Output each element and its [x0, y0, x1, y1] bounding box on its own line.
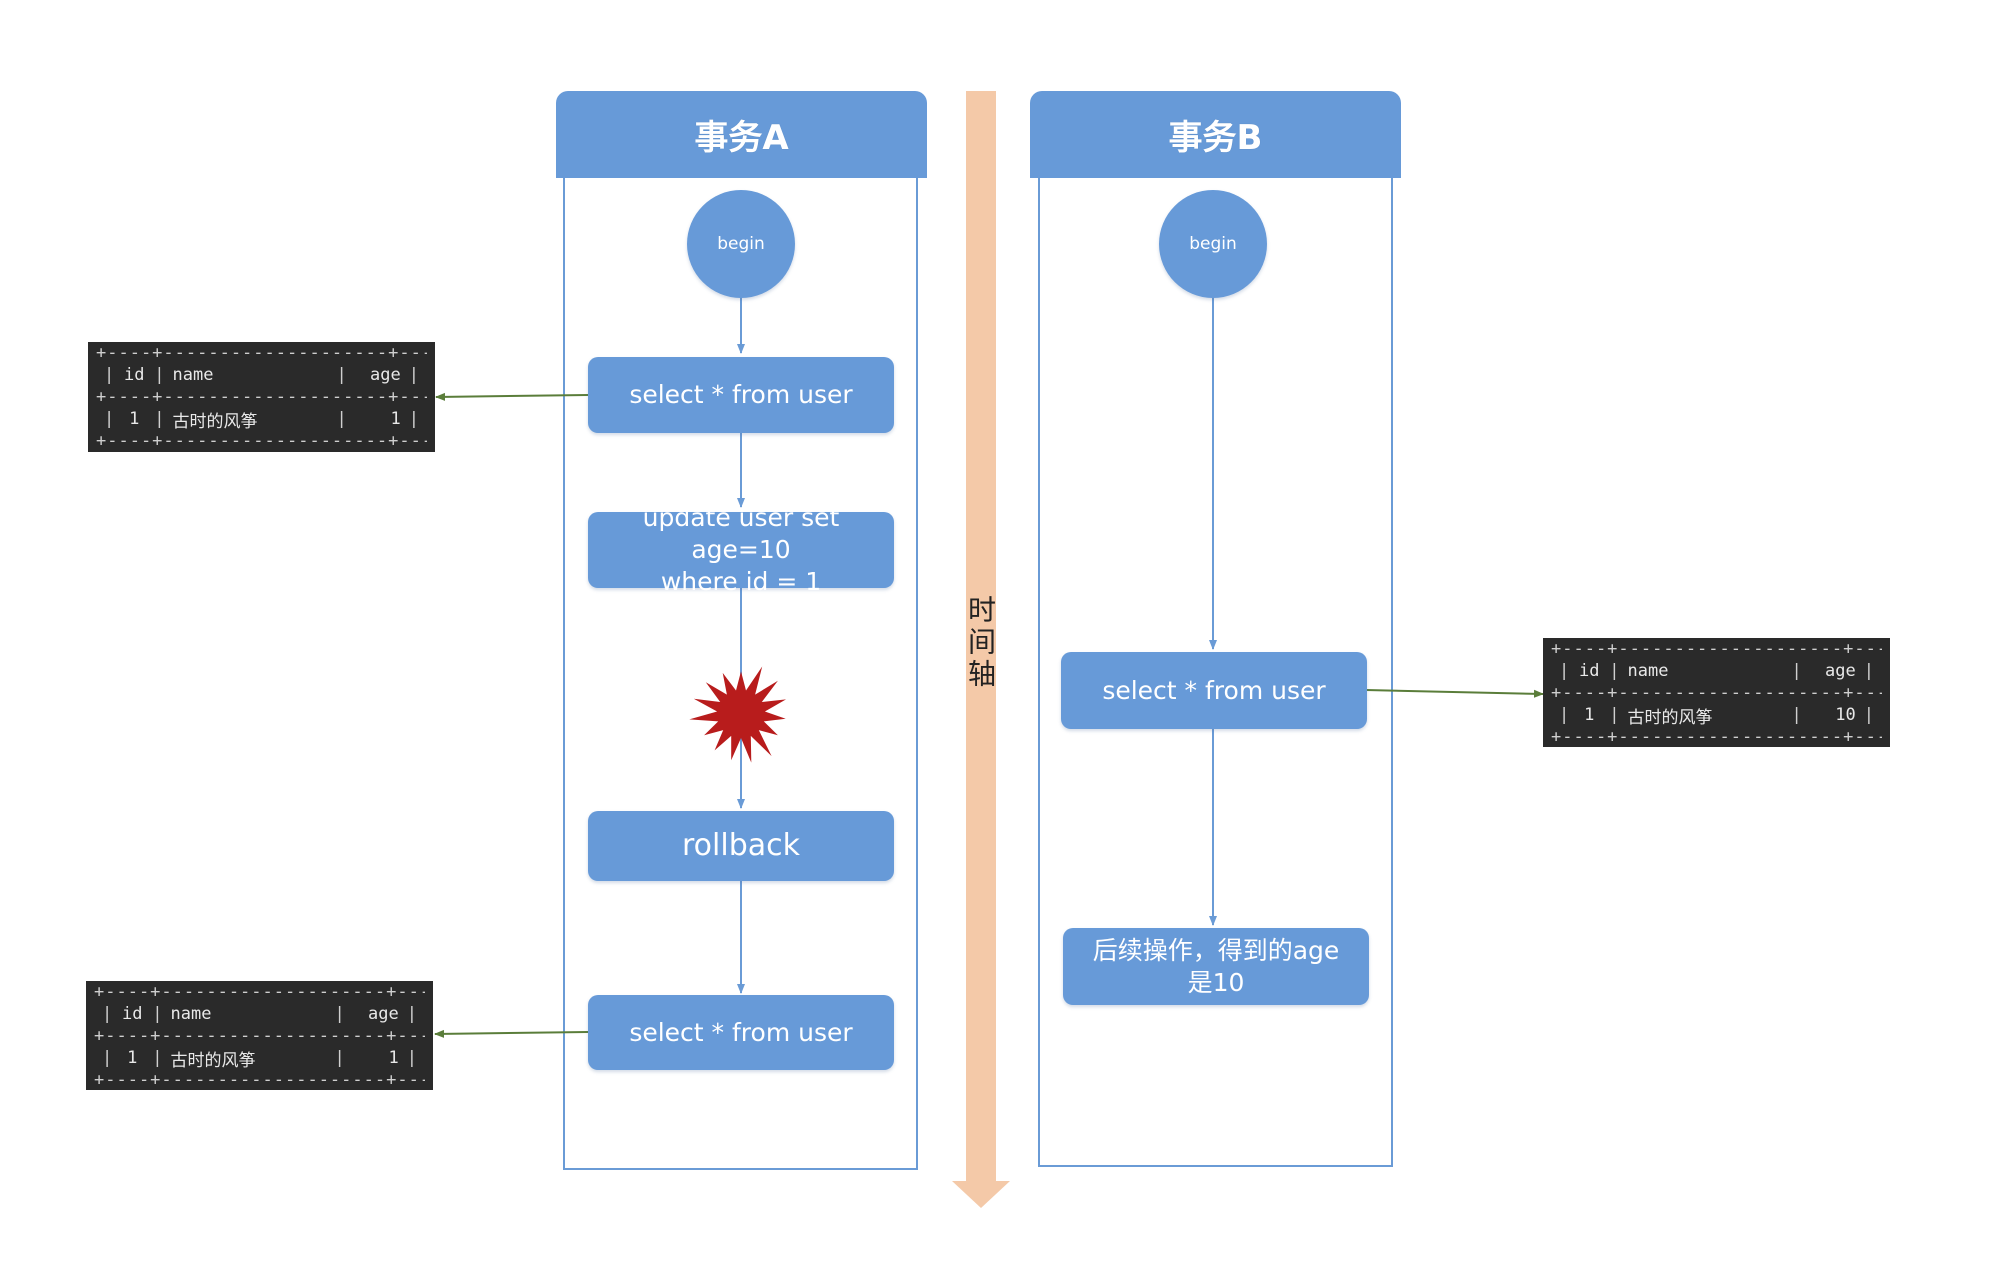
- arrow-a-select2-to-result: [434, 1029, 589, 1038]
- header-id: id: [122, 1004, 143, 1024]
- lane-a-rollback-node: rollback: [588, 811, 894, 881]
- cell-age: 1: [388, 1048, 399, 1068]
- cell-age: 10: [1835, 705, 1856, 725]
- table-header-row: |id|name|age|: [1559, 661, 1874, 681]
- lane-a-update-node: update user set age=10 where id = 1: [588, 503, 894, 596]
- lane-b-after-node: 后续操作，得到的age 是10: [1063, 928, 1369, 1005]
- table-header-row: |id|name|age|: [104, 365, 419, 385]
- header-name: name: [170, 1004, 212, 1024]
- header-age: age: [368, 1004, 399, 1024]
- cell-name: 古时的风筝: [1627, 707, 1713, 728]
- arrow-b-select-to-result: [1365, 689, 1544, 698]
- error-burst-icon: [689, 666, 786, 763]
- lane-a-select2-label: select * from user: [629, 1017, 853, 1047]
- lane-b-after-label: 后续操作，得到的age 是10: [1092, 935, 1340, 997]
- timeline-arrow: [952, 91, 1010, 1208]
- lane-a-begin-label: begin: [717, 234, 765, 254]
- header-id: id: [1579, 661, 1600, 681]
- cell-id: 1: [1584, 705, 1595, 725]
- lane-b-begin-node: begin: [1159, 190, 1267, 298]
- lane-b-select-node: select * from user: [1061, 652, 1367, 729]
- result-table-a-first: +----+--------------------+------+ |id|n…: [88, 342, 435, 452]
- header-name: name: [1627, 661, 1669, 681]
- lane-a-rollback-label: rollback: [682, 827, 800, 863]
- table-border-top: +----+--------------------+------+: [1551, 642, 1882, 656]
- arrow-a-select-to-result: [435, 392, 589, 401]
- table-border-mid: +----+--------------------+------+: [1551, 686, 1882, 700]
- lane-b-header: 事务B: [1030, 91, 1401, 178]
- table-border-bottom: +----+--------------------+------+: [94, 1073, 425, 1087]
- lane-b-title: 事务B: [1168, 118, 1263, 158]
- lane-b-select-label: select * from user: [1102, 675, 1326, 705]
- table-border-top: +----+--------------------+------+: [94, 985, 425, 999]
- table-border-bottom: +----+--------------------+------+: [1551, 730, 1882, 744]
- table-border-mid: +----+--------------------+------+: [94, 1029, 425, 1043]
- lane-a-update-label: update user set age=10 where id = 1: [642, 503, 840, 596]
- result-table-a-second: +----+--------------------+------+ |id|n…: [86, 981, 433, 1090]
- lane-a-select2-node: select * from user: [588, 995, 894, 1070]
- lane-b-begin-label: begin: [1189, 234, 1237, 254]
- cell-name: 古时的风筝: [172, 411, 258, 432]
- table-row: |1|古时的风筝|10|: [1551, 700, 1882, 730]
- table-row: |1|古时的风筝|1|: [96, 404, 427, 434]
- cell-id: 1: [127, 1048, 138, 1068]
- lane-a-begin-node: begin: [687, 190, 795, 298]
- cell-name: 古时的风筝: [170, 1050, 256, 1071]
- lane-a-select-label: select * from user: [629, 380, 853, 409]
- timeline-label: 时间轴: [964, 595, 997, 691]
- lane-a-select-node: select * from user: [588, 357, 894, 433]
- result-table-b-first: +----+--------------------+------+ |id|n…: [1543, 638, 1890, 747]
- table-border-top: +----+--------------------+------+: [96, 346, 427, 360]
- header-id: id: [124, 365, 145, 385]
- header-age: age: [370, 365, 401, 385]
- table-border-mid: +----+--------------------+------+: [96, 390, 427, 404]
- lane-a-header: 事务A: [556, 91, 927, 178]
- table-border-bottom: +----+--------------------+------+: [96, 434, 427, 448]
- header-name: name: [172, 365, 214, 385]
- table-row: |1|古时的风筝|1|: [94, 1043, 425, 1073]
- cell-age: 1: [390, 409, 401, 429]
- lane-a-title: 事务A: [694, 118, 789, 158]
- header-age: age: [1825, 661, 1856, 681]
- table-header-row: |id|name|age|: [102, 1004, 417, 1024]
- cell-id: 1: [129, 409, 140, 429]
